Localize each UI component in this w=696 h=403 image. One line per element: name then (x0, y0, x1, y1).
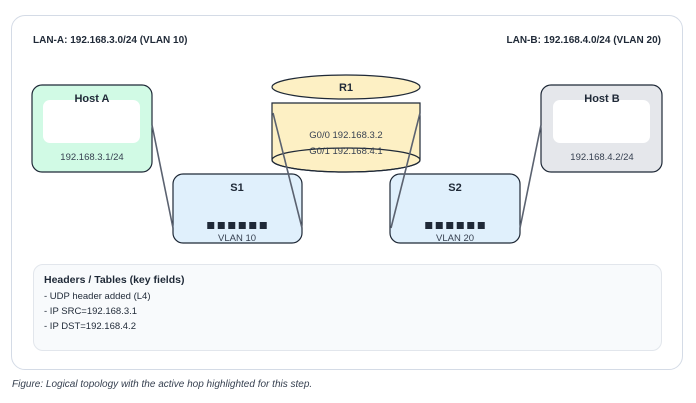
router-interface-g0-0: G0/0 192.168.3.2 (309, 130, 382, 141)
host-a-ip: 192.168.3.1/24 (60, 152, 123, 163)
router-title: R1 (339, 82, 353, 94)
switch-port-icon (207, 222, 215, 229)
switch-port-icon (228, 222, 236, 229)
switch-s2[interactable]: S2 VLAN 20 (389, 173, 521, 244)
switch-s1-box (172, 173, 303, 244)
switch-port-icon (425, 222, 433, 229)
link-host-b-s2 (519, 124, 542, 229)
switch-s1-title: S1 (230, 182, 243, 194)
switch-s2-title: S2 (448, 182, 461, 194)
switch-port-icon (238, 222, 246, 229)
lan-a-label: LAN-A: 192.168.3.0/24 (VLAN 10) (33, 35, 188, 46)
switch-port-icon (217, 222, 225, 229)
switch-port-icon (249, 222, 257, 229)
switch-port-icon (477, 222, 485, 229)
switch-s2-box (389, 173, 521, 244)
link-host-a-s1 (151, 124, 174, 229)
switch-port-icon (446, 222, 454, 229)
router-interface-g0-1: G0/1 192.168.4.1 (309, 146, 382, 157)
switch-s1-ports (207, 222, 267, 229)
lan-b-label: LAN-B: 192.168.4.0/24 (VLAN 20) (506, 35, 661, 46)
switch-port-icon (456, 222, 464, 229)
header-field-line: - IP DST=192.168.4.2 (44, 321, 136, 332)
host-a-title: Host A (74, 93, 109, 105)
switch-port-icon (435, 222, 443, 229)
headers-title: Headers / Tables (key fields) (44, 274, 185, 286)
host-b[interactable]: Host B 192.168.4.2/24 (540, 84, 663, 173)
host-a-screen (43, 100, 140, 143)
host-b-ip: 192.168.4.2/24 (570, 152, 633, 163)
switch-s2-vlan: VLAN 20 (436, 233, 474, 244)
header-field-line: - IP SRC=192.168.3.1 (44, 306, 138, 317)
header-field-line: - UDP header added (L4) (44, 291, 151, 302)
switch-s2-ports (425, 222, 485, 229)
switch-s1-vlan: VLAN 10 (218, 233, 256, 244)
headers-panel: Headers / Tables (key fields) - UDP head… (33, 264, 662, 351)
router-bottom-rim (271, 147, 421, 173)
switch-s1[interactable]: S1 VLAN 10 (172, 173, 303, 244)
link-r1-s2 (390, 112, 421, 229)
router-r1[interactable]: R1 G0/0 192.168.3.2 G0/1 192.168.4.1 (271, 74, 421, 173)
host-b-title: Host B (584, 93, 620, 105)
router-top (271, 74, 421, 100)
host-b-screen (553, 100, 650, 143)
switch-port-icon (259, 222, 267, 229)
link-r1-s1 (272, 112, 303, 229)
figure-caption: Figure: Logical topology with the active… (12, 379, 313, 390)
switch-port-icon (467, 222, 475, 229)
host-a[interactable]: Host A 192.168.3.1/24 (31, 84, 153, 173)
